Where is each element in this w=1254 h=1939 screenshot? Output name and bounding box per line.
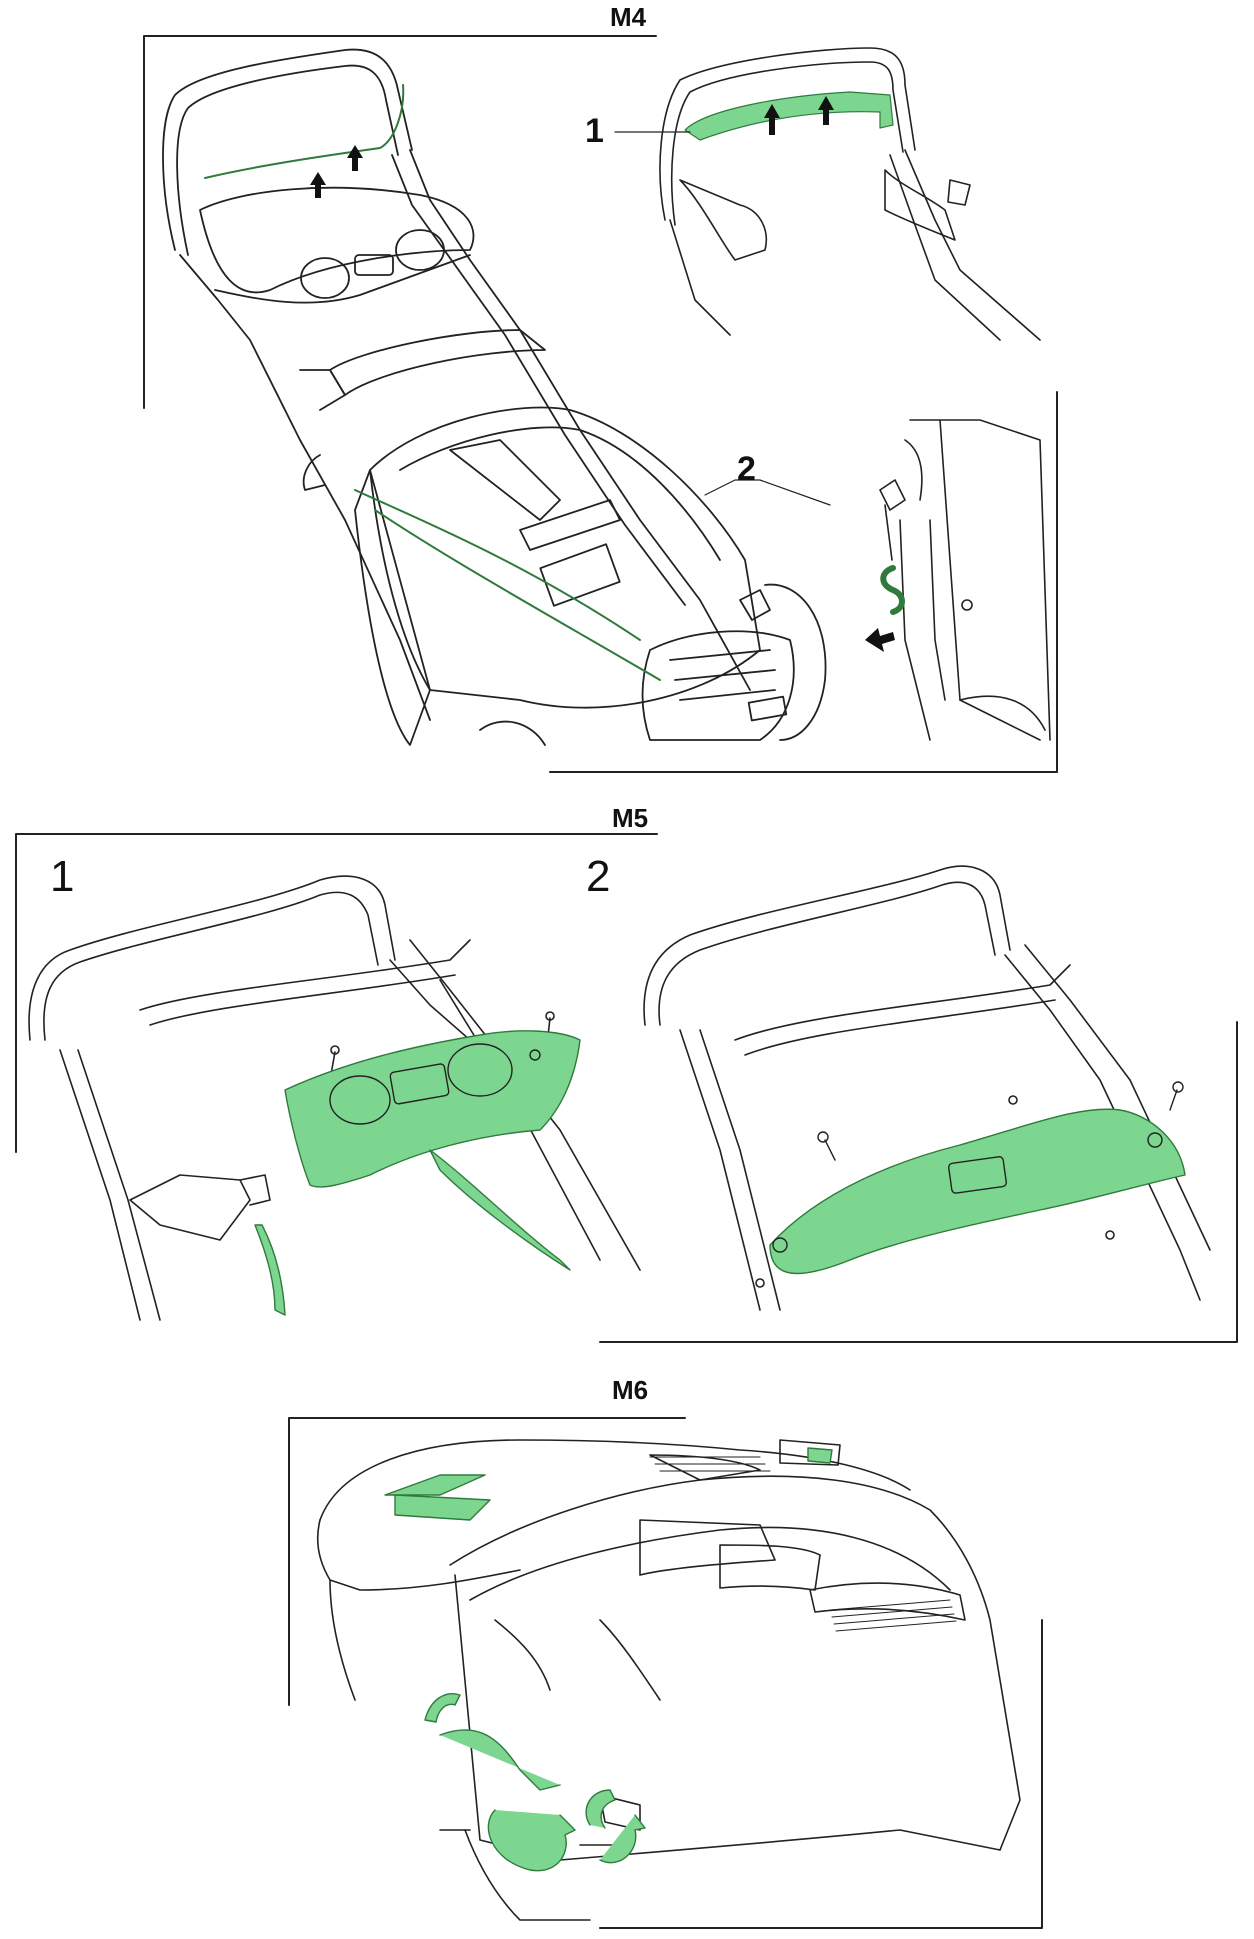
m5-step-2-cover-details (772, 1081, 1184, 1253)
m5-step-1-number: 1 (50, 852, 75, 901)
m4-section-label: M4 (610, 2, 647, 32)
m5-step-1-cover-details (329, 1043, 541, 1125)
m5-step-2-cover-highlight (769, 1108, 1186, 1275)
m4-cable-clip-highlight (880, 565, 905, 615)
m6-frame (288, 1417, 1043, 1929)
m4-detail-2-clip (879, 419, 1051, 741)
m4-callout-1: 1 (585, 112, 604, 150)
m5-section-label: M5 (612, 803, 649, 833)
m4-callout-2: 2 (737, 450, 756, 488)
m5-step-2-illustration (643, 865, 1211, 1311)
m6-vent-grilles (649, 1456, 957, 1632)
m5-frame (15, 833, 1238, 1343)
m4-mower-illustration (162, 48, 827, 746)
m4-callout-2-leader (704, 479, 831, 506)
m5-step-1-cover-highlight (254, 1030, 581, 1316)
m4-frame (143, 35, 1058, 773)
m4-detail-1-handle (659, 47, 1041, 341)
m4-cable-highlight (204, 84, 661, 681)
m5-step-2-number: 2 (586, 852, 611, 901)
m4-arrows (310, 145, 363, 198)
m4-detail-2-arrow (865, 628, 895, 652)
m6-grass-bag-illustration (316, 1439, 1021, 1921)
m4-detail-1-arrows (764, 96, 834, 135)
m6-highlights (384, 1447, 833, 1872)
m4-handle-foam-highlight (684, 91, 894, 141)
m6-section-label: M6 (612, 1375, 649, 1405)
